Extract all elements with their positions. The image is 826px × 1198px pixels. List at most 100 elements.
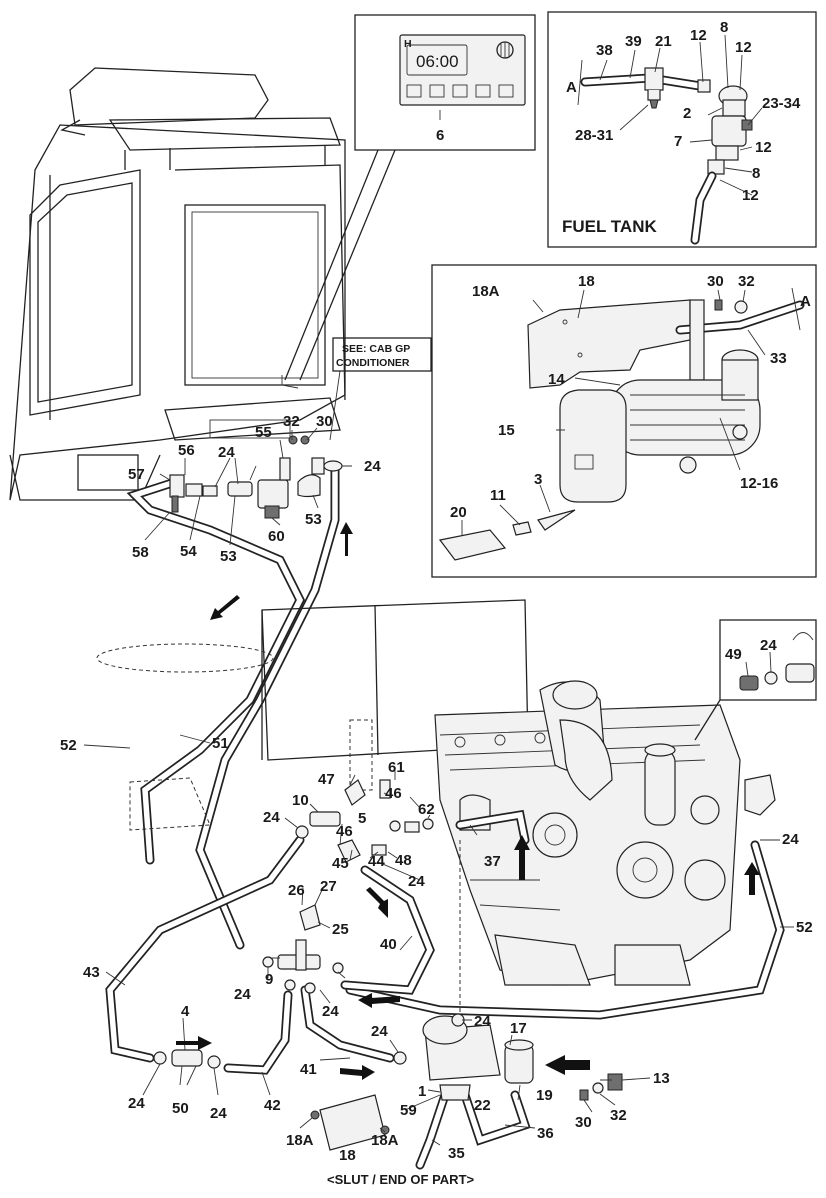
- callout-26: 26: [288, 882, 305, 899]
- callout-32-cab: 32: [283, 413, 300, 430]
- see-note-line1: SEE: CAB GP: [342, 343, 410, 355]
- engine-illustration: [434, 680, 776, 986]
- callout-ft-39: 39: [625, 33, 642, 50]
- flow-arrow-up-engine: [514, 835, 530, 880]
- callout-52-left: 52: [60, 737, 77, 754]
- flow-arrow-down-left: [210, 595, 240, 620]
- flow-arrow-right-41: [340, 1065, 375, 1080]
- see-cab-note: SEE: CAB GP CONDITIONER: [329, 337, 432, 441]
- callout-h-30: 30: [707, 273, 724, 290]
- flow-arrow-right-engine: [744, 862, 760, 895]
- callout-49: 49: [725, 646, 742, 663]
- callout-35: 35: [448, 1145, 465, 1162]
- callout-24-inset: 24: [760, 637, 777, 654]
- callout-24-i: 24: [474, 1013, 491, 1030]
- callout-51: 51: [212, 735, 229, 752]
- callout-46-a: 46: [385, 785, 402, 802]
- callout-h-18: 18: [578, 273, 595, 290]
- callout-ft-12c: 12: [755, 139, 772, 156]
- callout-40: 40: [380, 936, 397, 953]
- callout-18A-right: 18A: [371, 1132, 399, 1149]
- see-note-line2: CONDITIONER: [336, 357, 410, 369]
- flow-arrow-left-bottom: [358, 993, 400, 1008]
- callout-55: 55: [255, 424, 272, 441]
- callout-42: 42: [264, 1097, 281, 1114]
- hose-network: [105, 767, 785, 1170]
- flow-arrow-up-cab: [340, 522, 353, 556]
- callout-5: 5: [358, 810, 366, 827]
- timer-badge: H: [404, 38, 412, 50]
- callout-30-bottom: 30: [575, 1114, 592, 1131]
- ref-marker-a-fuel: A: [566, 79, 577, 96]
- callout-52-right: 52: [796, 919, 813, 936]
- callout-53-a: 53: [305, 511, 322, 528]
- callout-ft-23-34: 23-34: [762, 95, 801, 112]
- callout-24-cab-b: 24: [364, 458, 381, 475]
- callout-ft-2: 2: [683, 105, 691, 122]
- fuel-tank-inset: 38 39 21 12 8 12 2 23-34 28-31 7 12 8 12…: [547, 11, 817, 248]
- callout-18-bottom: 18: [339, 1147, 356, 1164]
- callout-22: 22: [474, 1097, 491, 1114]
- callout-24-k: 24: [128, 1095, 145, 1112]
- callout-ft-12a: 12: [690, 27, 707, 44]
- callout-ft-7: 7: [674, 133, 682, 150]
- callout-4: 4: [181, 1003, 190, 1020]
- callout-61: 61: [388, 759, 405, 776]
- callout-h-32: 32: [738, 273, 755, 290]
- callout-50: 50: [172, 1100, 189, 1117]
- callout-h-3: 3: [534, 471, 542, 488]
- callout-32-bottom: 32: [610, 1107, 627, 1124]
- callout-ft-38: 38: [596, 42, 613, 59]
- callout-48: 48: [395, 852, 412, 869]
- callout-44: 44: [368, 853, 385, 870]
- callout-24-j: 24: [371, 1023, 388, 1040]
- callout-41: 41: [300, 1061, 317, 1078]
- callout-24-d: 24: [263, 809, 280, 826]
- callout-24-g: 24: [234, 986, 251, 1003]
- callout-9: 9: [265, 971, 273, 988]
- callout-24-f: 24: [782, 831, 799, 848]
- callout-ft-8a: 8: [720, 19, 728, 36]
- timer-display: 06:00: [416, 52, 459, 71]
- callout-10: 10: [292, 792, 309, 809]
- callout-ft-21: 21: [655, 33, 672, 50]
- heater-inset: 18A 18 30 32 A 33 14 15 12-16 20 11 3: [431, 264, 817, 578]
- callout-53-b: 53: [220, 548, 237, 565]
- end-of-part-footer: <SLUT / END OF PART>: [327, 1172, 475, 1187]
- fuel-tank-title: FUEL TANK: [562, 217, 657, 236]
- fitting-inset: [694, 619, 817, 741]
- callout-43: 43: [83, 964, 100, 981]
- ref-marker-a-heater: A: [800, 293, 811, 310]
- callout-58: 58: [132, 544, 149, 561]
- callout-62: 62: [418, 801, 435, 818]
- callout-ft-12d: 12: [742, 187, 759, 204]
- callout-ft-28-31: 28-31: [575, 127, 613, 144]
- callout-h-12-16: 12-16: [740, 475, 778, 492]
- callout-54: 54: [180, 543, 197, 560]
- callout-47: 47: [318, 771, 335, 788]
- callout-60: 60: [268, 528, 285, 545]
- cab-illustration: [9, 67, 346, 501]
- callout-57: 57: [128, 466, 145, 483]
- callout-36: 36: [537, 1125, 554, 1142]
- cab-fittings: [126, 427, 352, 950]
- callout-24-l: 24: [210, 1105, 227, 1122]
- callout-30-cab: 30: [316, 413, 333, 430]
- callout-19: 19: [536, 1087, 553, 1104]
- callout-24-e: 24: [408, 873, 425, 890]
- callout-1: 1: [418, 1083, 426, 1100]
- callout-13: 13: [653, 1070, 670, 1087]
- callout-h-18A: 18A: [472, 283, 500, 300]
- flow-arrow-right-4: [176, 1036, 212, 1050]
- callout-ft-8b: 8: [752, 165, 760, 182]
- callout-h-14: 14: [548, 371, 565, 388]
- callout-27: 27: [320, 878, 337, 895]
- callout-45: 45: [332, 855, 349, 872]
- callout-56: 56: [178, 442, 195, 459]
- callout-46-b: 46: [336, 823, 353, 840]
- callout-24-h: 24: [322, 1003, 339, 1020]
- callout-h-15: 15: [498, 422, 515, 439]
- flow-arrow-down-40: [366, 887, 388, 918]
- flow-arrow-left-13: [545, 1055, 590, 1075]
